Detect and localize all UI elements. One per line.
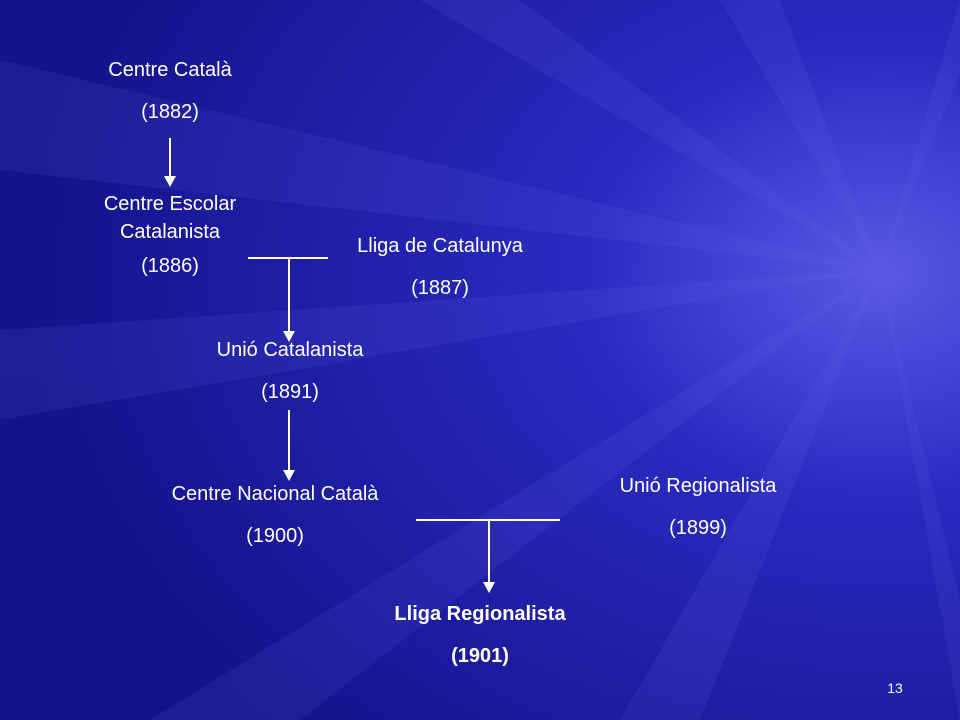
node-year: (1900) [246, 525, 304, 547]
node-year: (1899) [669, 517, 727, 539]
node-name-line1: Centre Escolar [103, 193, 237, 215]
node-year: (1901) [451, 645, 509, 667]
node-name: Unió Regionalista [619, 475, 777, 497]
page-number: 13 [887, 680, 903, 696]
node-year: (1891) [261, 381, 319, 403]
node-year: (1886) [141, 255, 199, 277]
node-name: Lliga Regionalista [394, 603, 566, 625]
node-name: Centre Nacional Català [171, 483, 379, 505]
node-centre-nacional-catala: Centre Nacional Català (1900) [135, 480, 415, 550]
node-name: Centre Català [108, 59, 232, 81]
node-name-line2: Catalanista [119, 221, 221, 243]
node-name: Unió Catalanista [216, 339, 364, 361]
node-unio-regionalista: Unió Regionalista (1899) [578, 472, 818, 542]
arrowhead-to-1891 [283, 331, 295, 342]
node-lliga-de-catalunya: Lliga de Catalunya (1887) [320, 232, 560, 302]
node-name: Lliga de Catalunya [357, 235, 523, 257]
node-centre-escolar-catalanista: Centre Escolar Catalanista (1886) [70, 190, 270, 280]
node-unio-catalanista: Unió Catalanista (1891) [170, 336, 410, 406]
node-lliga-regionalista: Lliga Regionalista (1901) [360, 600, 600, 670]
node-year: (1887) [411, 277, 469, 299]
node-year: (1882) [141, 101, 199, 123]
arrowhead-to-1901 [483, 582, 495, 593]
arrowhead-1882-1886 [164, 176, 176, 187]
arrowhead-1891-1900 [283, 470, 295, 481]
node-centre-catala: Centre Català (1882) [70, 56, 270, 126]
